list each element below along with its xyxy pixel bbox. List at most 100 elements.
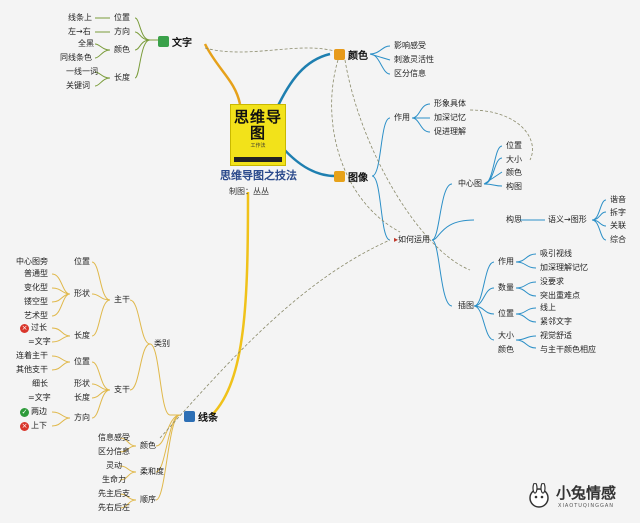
text-sub-same-line-color[interactable]: 同线条色 xyxy=(60,53,92,62)
concept-synthesis[interactable]: 综合 xyxy=(610,235,626,244)
text-item-direction[interactable]: 方向 xyxy=(114,27,130,36)
illus-quantity[interactable]: 数量 xyxy=(498,283,514,292)
illus-near-text[interactable]: 紧邻文字 xyxy=(540,317,572,326)
line-order-right-first[interactable]: 先右后左 xyxy=(98,503,130,512)
image-icon xyxy=(334,171,345,182)
use-illustration[interactable]: 插图 xyxy=(458,301,474,310)
illus-on-line[interactable]: 线上 xyxy=(540,303,556,312)
branch-length[interactable]: 长度 xyxy=(74,393,90,402)
trunk-position[interactable]: 位置 xyxy=(74,257,90,266)
line-cat-branch[interactable]: 支干 xyxy=(114,385,130,394)
book-cover-bar xyxy=(234,157,282,162)
book-cover-image: 思维导图 工作法 xyxy=(230,104,286,166)
trunk-center-image[interactable]: 中心图旁 xyxy=(16,257,48,266)
line-color-feeling[interactable]: 信息感受 xyxy=(98,433,130,442)
branch-text-label: 文字 xyxy=(172,38,192,49)
center-image-size[interactable]: 大小 xyxy=(506,155,522,164)
trunk-art-type[interactable]: 艺术型 xyxy=(24,311,48,320)
text-item-position[interactable]: 位置 xyxy=(114,13,130,22)
branch-image-label: 图像 xyxy=(348,173,368,184)
branch-position[interactable]: 位置 xyxy=(74,357,90,366)
branch-shape[interactable]: 形状 xyxy=(74,379,90,388)
illus-position[interactable]: 位置 xyxy=(498,309,514,318)
branch-direction[interactable]: 方向 xyxy=(74,413,90,422)
branch-line[interactable]: 线条 xyxy=(184,409,218,424)
color-item-stimulate-vitality[interactable]: 刺激灵活性 xyxy=(394,55,434,64)
image-function-understanding[interactable]: 促进理解 xyxy=(434,127,466,136)
concept-association[interactable]: 关联 xyxy=(610,221,626,230)
center-image-color[interactable]: 颜色 xyxy=(506,168,522,177)
branch-thin-long[interactable]: 细长 xyxy=(32,379,48,388)
chart-icon xyxy=(184,411,195,422)
image-how-to-use-label: 如何运用 xyxy=(398,235,431,244)
branch-two-sides[interactable]: ✓两边 xyxy=(18,406,49,417)
branch-text[interactable]: 文字 xyxy=(158,34,192,49)
image-item-function[interactable]: 作用 xyxy=(394,113,410,122)
line-item-color[interactable]: 颜色 xyxy=(140,441,156,450)
illus-attract-eye[interactable]: 吸引视线 xyxy=(540,249,572,258)
branch-equal-text[interactable]: =文字 xyxy=(28,393,51,402)
book-cover-subtitle: 工作法 xyxy=(250,143,266,149)
line-color-distinguish[interactable]: 区分信息 xyxy=(98,447,130,456)
center-topic-title[interactable]: 思维导图之技法 xyxy=(220,169,297,182)
trunk-normal-type[interactable]: 普通型 xyxy=(24,269,48,278)
pencil-icon xyxy=(158,36,169,47)
concept-split-char[interactable]: 拆字 xyxy=(610,208,626,217)
book-cover-title: 思维导图 xyxy=(233,108,282,142)
text-sub-left-right[interactable]: 左→右 xyxy=(68,27,91,36)
illus-needed[interactable]: 没要求 xyxy=(540,277,564,286)
line-order-trunk-first[interactable]: 先主后支 xyxy=(98,489,130,498)
line-soft-flexible[interactable]: 灵动 xyxy=(106,461,122,470)
color-item-distinguish-info[interactable]: 区分信息 xyxy=(394,69,426,78)
flag-icon: ▸ xyxy=(394,235,399,244)
image-item-how-to-use[interactable]: ▸如何运用 xyxy=(392,234,432,245)
text-item-color[interactable]: 颜色 xyxy=(114,45,130,54)
text-sub-keyword[interactable]: 关键词 xyxy=(66,81,90,90)
text-sub-all-black[interactable]: 全黑 xyxy=(78,39,94,48)
color-item-affect-feeling[interactable]: 影响感受 xyxy=(394,41,426,50)
text-item-length[interactable]: 长度 xyxy=(114,73,130,82)
center-image-composition[interactable]: 构图 xyxy=(506,182,522,191)
branch-color-label: 颜色 xyxy=(348,51,368,62)
cross-icon: × xyxy=(20,324,29,333)
image-function-deepen-memory[interactable]: 加深记忆 xyxy=(434,113,466,122)
branch-other-branch[interactable]: 其他支干 xyxy=(16,365,48,374)
line-soft-vitality[interactable]: 生命力 xyxy=(102,475,126,484)
trunk-equal-text[interactable]: =文字 xyxy=(28,337,51,346)
illus-highlight-key[interactable]: 突出重难点 xyxy=(540,291,580,300)
branch-line-label: 线条 xyxy=(198,413,218,424)
concept-meaning-to-graphic[interactable]: 语义→图形 xyxy=(548,215,587,224)
center-image-conception[interactable]: 构思 xyxy=(506,215,522,224)
line-cat-trunk[interactable]: 主干 xyxy=(114,295,130,304)
illus-color[interactable]: 颜色 xyxy=(498,345,514,354)
concept-homophone[interactable]: 谐音 xyxy=(610,195,626,204)
line-item-order[interactable]: 顺序 xyxy=(140,495,156,504)
trunk-too-long[interactable]: ×过长 xyxy=(18,322,49,333)
rabbit-logo-icon xyxy=(529,482,549,508)
trunk-hollow-type[interactable]: 镂空型 xyxy=(24,297,48,306)
illus-match-trunk-color[interactable]: 与主干颜色相应 xyxy=(540,345,596,354)
illus-deepen-memory[interactable]: 加深理解记忆 xyxy=(540,263,588,272)
use-center-image[interactable]: 中心图 xyxy=(458,179,482,188)
illus-visual-comfort[interactable]: 视觉舒适 xyxy=(540,331,572,340)
line-item-softness[interactable]: 柔和度 xyxy=(140,467,164,476)
line-item-category[interactable]: 类别 xyxy=(154,339,170,348)
branch-up-down[interactable]: ×上下 xyxy=(18,420,49,431)
illus-function[interactable]: 作用 xyxy=(498,257,514,266)
image-function-concrete[interactable]: 形象具体 xyxy=(434,99,466,108)
branch-image[interactable]: 图像 xyxy=(334,169,368,184)
trunk-change-type[interactable]: 变化型 xyxy=(24,283,48,292)
illus-size[interactable]: 大小 xyxy=(498,331,514,340)
branch-connect-trunk[interactable]: 连着主干 xyxy=(16,351,48,360)
watermark-name: 小兔情感 xyxy=(556,484,617,502)
center-image-position[interactable]: 位置 xyxy=(506,141,522,150)
text-sub-one-line-one-word[interactable]: 一线一词 xyxy=(66,67,98,76)
cross-icon: × xyxy=(20,422,29,431)
trunk-shape[interactable]: 形状 xyxy=(74,289,90,298)
branch-up-down-label: 上下 xyxy=(31,421,47,430)
branch-color[interactable]: 颜色 xyxy=(334,47,368,62)
trunk-length[interactable]: 长度 xyxy=(74,331,90,340)
text-sub-on-line[interactable]: 线条上 xyxy=(68,13,92,22)
center-topic-author: 制图：丛丛 xyxy=(229,187,269,196)
